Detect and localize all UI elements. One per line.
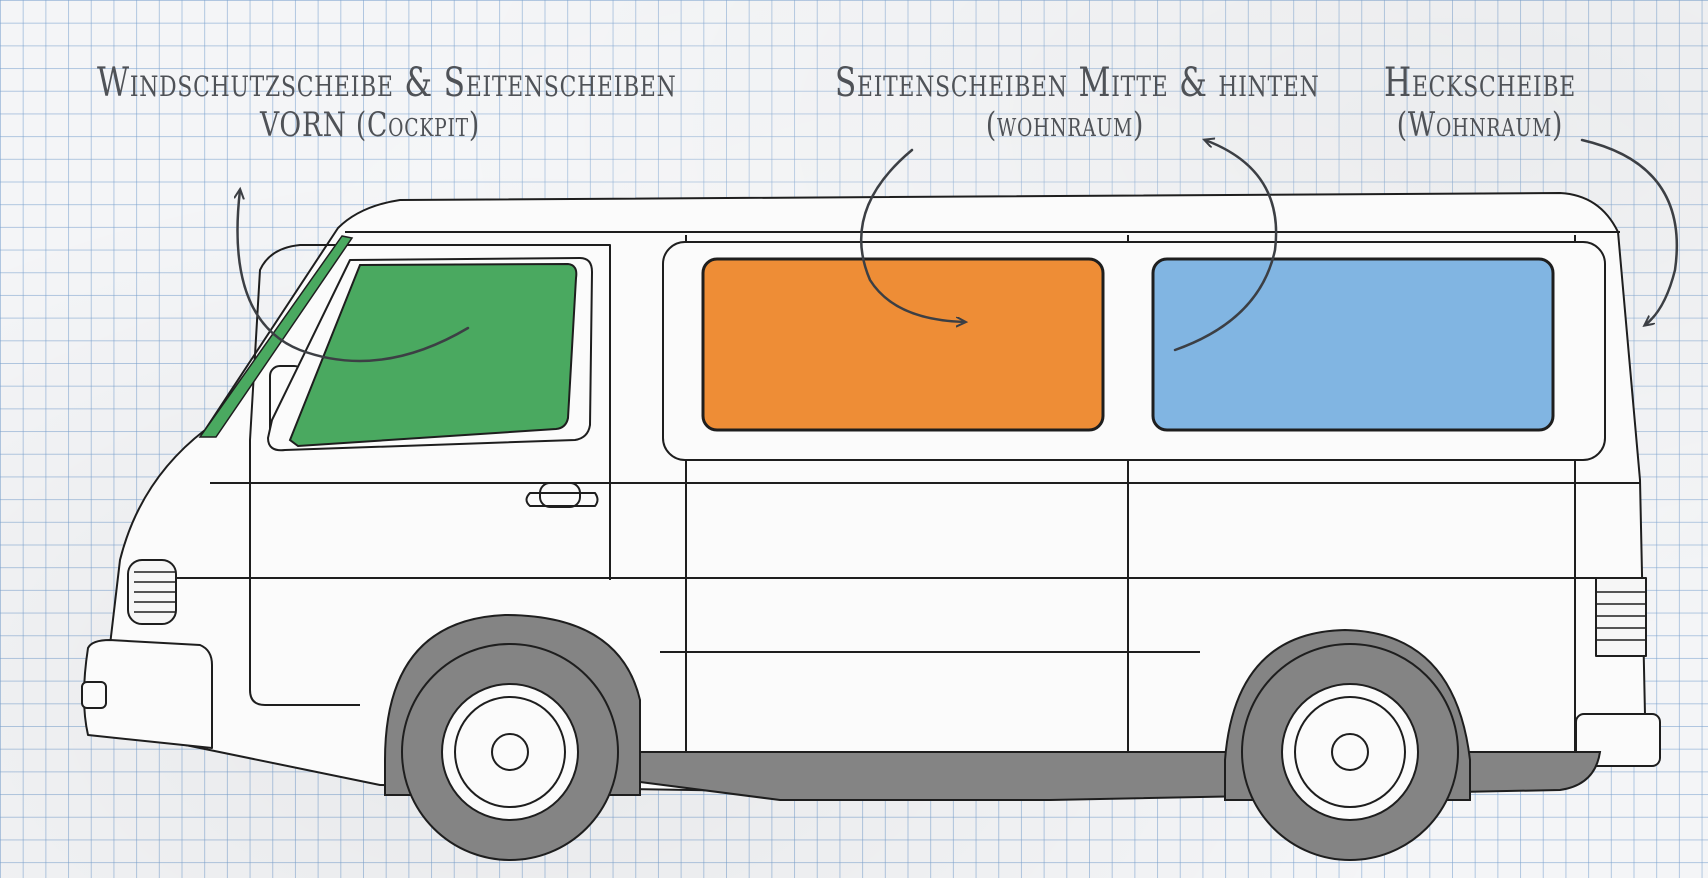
arrow-front — [238, 190, 470, 363]
front-hub — [491, 733, 529, 771]
cab-door-outline — [249, 244, 611, 706]
rear-light-housing — [1595, 577, 1647, 657]
label-middle-subtitle: (wohnraum) — [985, 105, 1145, 145]
cab-side-window — [288, 262, 578, 448]
rear-side-window — [1151, 257, 1555, 432]
door-handle — [525, 492, 599, 507]
headlight-grille — [134, 571, 176, 613]
label-middle-windows: Seitenscheiben Mitte & hinten (wohnraum) — [770, 60, 1360, 145]
rear-light-grille — [1596, 591, 1646, 641]
front-marker-light — [81, 681, 107, 709]
label-front-subtitle: VORN (Cockpit) — [259, 105, 481, 145]
rear-rim-inner — [1294, 696, 1406, 808]
label-rear-title: Heckscheibe — [1383, 60, 1577, 106]
door-handle-grip — [539, 482, 581, 508]
rear-hub — [1331, 733, 1369, 771]
label-rear-subtitle: (Wohnraum) — [1396, 105, 1564, 145]
middle-side-window — [701, 257, 1105, 432]
label-front-windows: Windschutzscheibe & Seitenscheiben VORN … — [20, 60, 720, 145]
label-middle-title: Seitenscheiben Mitte & hinten — [834, 60, 1320, 106]
arrow-rear — [1580, 138, 1679, 325]
label-rear-window: Heckscheibe (Wohnraum) — [1355, 60, 1605, 145]
arrow-middle-down — [859, 148, 965, 322]
front-rim-inner — [454, 696, 566, 808]
label-front-title: Windschutzscheibe & Seitenscheiben — [97, 60, 677, 106]
arrow-middle-up — [1173, 140, 1278, 352]
